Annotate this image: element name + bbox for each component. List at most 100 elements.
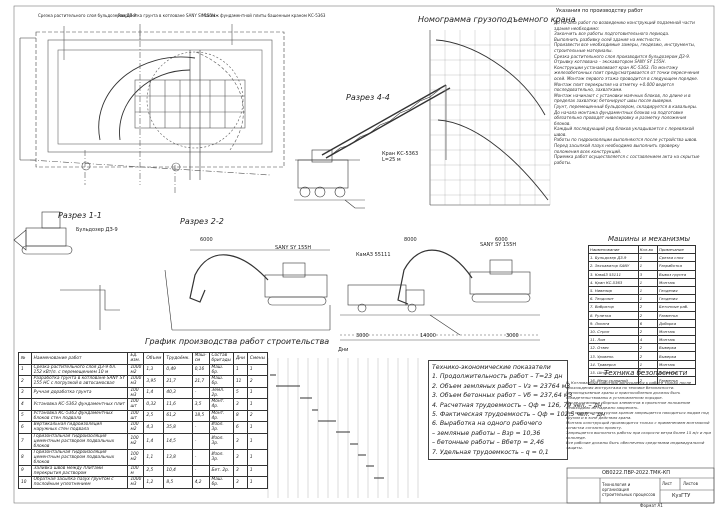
schedule-header-cell: Объем: [143, 352, 165, 365]
note-line: Приемка работ осуществляется с составлен…: [554, 154, 700, 165]
cell: 0,49: [163, 363, 193, 376]
cell: Изол. 3р.: [208, 432, 234, 450]
cell: 1: [246, 363, 269, 376]
bulldozer-label: Бульдозер ДЗ-9: [76, 227, 118, 233]
tei-line: 2. Объем земляных работ – Vз = 23764 м3: [432, 382, 571, 390]
cell: 2: [246, 409, 269, 422]
note-line: Монтаж плит перекрытия на отметку +0.000…: [554, 81, 674, 93]
truck-label: КамАЗ 55111: [356, 252, 391, 258]
cell: Выверка: [657, 343, 696, 353]
note-line: Работы по гидроизоляции выполняются посл…: [554, 137, 698, 143]
cell: Изол. 3р.: [208, 448, 234, 466]
cell: 1: [246, 464, 269, 477]
stamp-sheet: Лист: [662, 481, 673, 486]
cell: 6: [18, 421, 32, 434]
cell: 2: [637, 326, 659, 337]
cell: Горизонтальная гидроизоляция цементным р…: [30, 432, 129, 450]
cell: -: [191, 421, 210, 434]
cell: 13,8: [163, 448, 193, 466]
cell: 5: [232, 386, 248, 399]
cell: 4,3: [143, 421, 165, 434]
schedule-days-label: Дни: [338, 347, 349, 353]
schedule-header-cell: Наименование работ: [30, 352, 129, 365]
cell: 1: [246, 386, 269, 399]
cell: 100 шт: [127, 398, 145, 411]
cell: 1: [637, 359, 659, 369]
cell: 1,2: [143, 476, 165, 489]
cell: Заливка швов между плитами перекрытия ра…: [30, 464, 129, 477]
cell: 1,4: [143, 386, 165, 399]
cell: 2: [637, 375, 659, 386]
cell: Маш. 6р.: [208, 476, 234, 489]
schedule-header-cell: Смены: [246, 352, 269, 365]
schedule-header-cell: Трудоёмк.: [163, 352, 193, 365]
cell: Установка КС-5363 фундаментных блоков ст…: [30, 409, 129, 422]
cell: Вывоз грунта: [657, 269, 696, 279]
label-demolition: Срезка растительного слоя бульдозером ДЗ…: [38, 13, 137, 18]
cell: Земл. 2р.: [208, 386, 234, 399]
cell: Разработка: [657, 261, 696, 271]
cell: 18,5: [191, 409, 210, 422]
stamp-doc-code: ОВ0222.ПВР-2022.ТМК-КП: [602, 470, 671, 476]
stamp-sheets: Листов: [683, 481, 698, 486]
excavator-right-label: SANY SY 155H: [480, 242, 517, 248]
tei-line: 7. Удельная трудоемкость – q = 0,1: [432, 448, 549, 456]
cell: 11: [232, 375, 248, 388]
cell: Монтаж: [657, 359, 696, 369]
cell: 3: [232, 464, 248, 477]
tei-line: – бетонные работы – Вбетр = 2,46: [432, 439, 544, 447]
cell: 9: [18, 464, 32, 477]
tei-line: – земляные работы – Взр = 10,36: [432, 429, 541, 437]
section-2-2-title: Разрез 2-2: [180, 217, 224, 226]
cell: -: [191, 464, 210, 477]
stamp-format: Формат А1: [640, 503, 663, 508]
machines-title: Машины и механизмы: [608, 235, 691, 243]
cell: 100 шт: [127, 409, 145, 422]
cell: 10,4: [163, 464, 193, 477]
cell: Монтаж: [657, 335, 696, 345]
tei-block: Технико-экономические показатели 1. Прод…: [428, 360, 606, 460]
stamp-org: КузГТУ: [672, 493, 691, 499]
cell: 1: [246, 432, 269, 450]
cell: Обратная засыпка пазух грунтом с послойн…: [30, 476, 129, 489]
cell: Разработка грунта в котловане SANY SY 15…: [30, 375, 129, 388]
cell: 14. Траверса: [588, 359, 639, 369]
excavator-left-label: SANY SY 155H: [275, 245, 312, 251]
notes-block: До начала работ по возведению конструкци…: [554, 20, 704, 165]
cell: 3. КамАЗ 55111: [588, 269, 639, 279]
tei-line: 5. Фактическая трудоемкость – Qф = 102,5…: [432, 410, 606, 418]
cell: -: [191, 386, 210, 399]
cell: 61,2: [163, 409, 193, 422]
cell: 100 м3: [127, 386, 145, 399]
cell: 2: [637, 351, 659, 361]
cell: 1: [637, 277, 659, 287]
cell: 1: [18, 363, 32, 376]
cell: 6: [637, 318, 659, 328]
cell: 1: [232, 363, 248, 376]
safety-line: Грузоподъемные краны и приспособления до…: [566, 390, 681, 400]
cell: 21,7: [191, 375, 210, 388]
cell: 4: [637, 335, 659, 345]
safety-line: Все рабочие должны быть обеспечены средс…: [566, 440, 705, 450]
cell: 10: [18, 476, 32, 489]
cell: 3,95: [143, 375, 165, 388]
cell: 3: [232, 398, 248, 411]
cell: 1,3: [143, 363, 165, 376]
cell: Изол. 3р.: [208, 421, 234, 434]
cell: -: [191, 448, 210, 466]
cell: 1000 м3: [127, 476, 145, 489]
cell: 1,4: [143, 432, 165, 450]
cell: Срезка растительного слоя ДЗ-9 бл. 152 к…: [30, 363, 129, 376]
note-line: Закончить все работы подготовительного п…: [554, 31, 670, 37]
machines-header-cell: Наименование: [588, 244, 639, 255]
note-line: Произвести все необходимые замеры, геоде…: [554, 42, 696, 53]
